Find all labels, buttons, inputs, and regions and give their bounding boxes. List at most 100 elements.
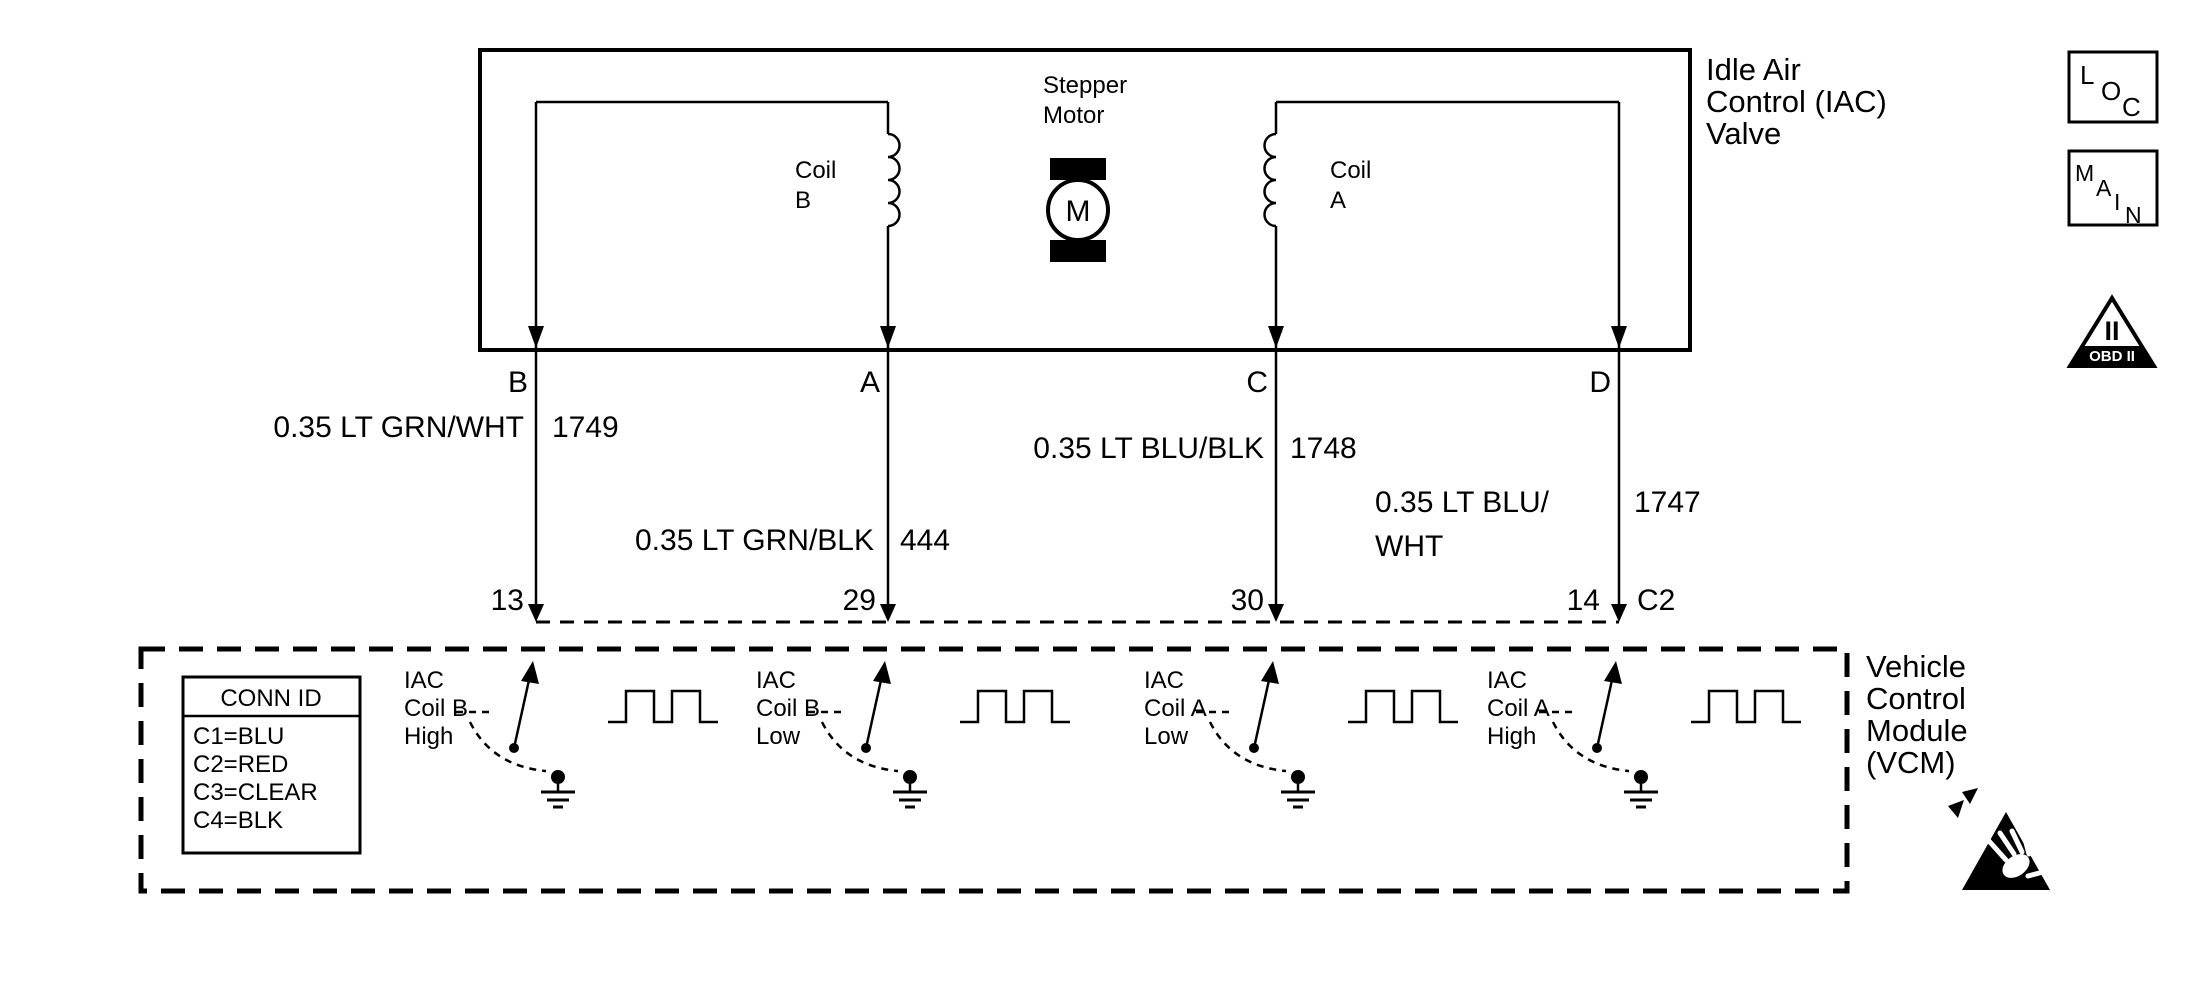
switch-pivot-dot: [1592, 743, 1602, 753]
wire-d-circuit-number: 1747: [1634, 486, 1701, 519]
driver-circuit-coil-a-low: IAC Coil A Low: [1144, 661, 1458, 809]
coil-b-label: Coil B: [795, 157, 836, 214]
harness-wires: [528, 102, 1627, 624]
driver-label-line: Low: [756, 723, 801, 750]
conn-id-table: CONN ID C1=BLU C2=RED C3=CLEAR C4=BLK: [181, 675, 362, 855]
connector-pin-numbers: 13 29 30 14 C2: [491, 584, 1676, 617]
coil-b-symbol: [887, 132, 901, 228]
motor-circle: [1046, 178, 1110, 242]
wire-labels: 0.35 LT GRN/WHT 1749 0.35 LT BLU/BLK 174…: [273, 411, 1700, 563]
coil-b-label-line: Coil: [795, 157, 836, 184]
driver-circuit-coil-a-high: IAC Coil A High: [1487, 661, 1801, 809]
terminal-arrow-d: [1611, 326, 1627, 348]
ground-dot: [1634, 770, 1648, 784]
switch-arrowhead: [1604, 661, 1622, 684]
coil-a-symbol: [1263, 132, 1277, 228]
motor-brush-top: [1050, 158, 1106, 180]
esd-hand-finger: [1997, 830, 2017, 857]
connector-arrow-29: [880, 604, 896, 622]
terminal-arrow-a: [880, 326, 896, 348]
pwm-waveform: [1348, 689, 1458, 724]
wire-b-color-label: 0.35 LT GRN/WHT: [273, 411, 524, 444]
wire-c-circuit-number: 1748: [1290, 432, 1357, 465]
pin-number: 14: [1567, 584, 1600, 617]
main-letter: M: [2075, 160, 2094, 186]
driver-label-line: IAC: [404, 667, 444, 694]
driver-label-line: High: [404, 723, 453, 750]
main-badge: M A I N: [2067, 149, 2159, 228]
main-letter: I: [2114, 189, 2120, 215]
wire-d-color-label-line: WHT: [1375, 530, 1443, 563]
stepper-motor-label-line: Stepper: [1043, 72, 1127, 99]
driver-label-line: Coil B: [404, 695, 468, 722]
iac-valve-title: Idle Air Control (IAC) Valve: [1706, 52, 1887, 151]
loc-badge: L O C: [2067, 50, 2159, 124]
loc-letter: O: [2101, 76, 2121, 106]
pin-number: 13: [491, 584, 524, 617]
vcm-title: Vehicle Control Module (VCM): [1866, 649, 1968, 780]
driver-label-line: High: [1487, 723, 1536, 750]
wire-a-color-label: 0.35 LT GRN/BLK: [635, 524, 874, 557]
terminal-letter: A: [860, 366, 880, 399]
iac-valve-title-line: Valve: [1706, 116, 1781, 151]
conn-id-title: CONN ID: [220, 685, 321, 712]
connector-arrow-30: [1268, 604, 1284, 622]
conn-id-entry: C2=RED: [193, 751, 288, 778]
wire-a-circuit-number: 444: [900, 524, 950, 557]
valve-internal-wiring: [536, 100, 1619, 228]
loc-badge-box: [2067, 50, 2159, 124]
iac-valve-title-line: Idle Air: [1706, 52, 1801, 87]
ground-symbol: [1281, 770, 1315, 809]
obd-ii-badge: II OBD II: [2066, 294, 2158, 368]
loc-letter: L: [2080, 60, 2094, 90]
motor-letter: M: [1066, 195, 1091, 228]
conn-id-box: [181, 675, 362, 855]
terminal-letter: C: [1246, 366, 1268, 399]
driver-label-line: IAC: [1487, 667, 1527, 694]
coil-a-label: Coil A: [1330, 157, 1371, 214]
conn-id-entry: C1=BLU: [193, 723, 284, 750]
ground-dot: [551, 770, 565, 784]
switch-arrowhead: [873, 661, 891, 684]
esd-hand-palm: [2002, 854, 2030, 878]
switch-arrowhead: [521, 661, 539, 684]
wire-c-color-label: 0.35 LT BLU/BLK: [1033, 432, 1264, 465]
conn-id-entry: C3=CLEAR: [193, 779, 318, 806]
obd-banner-label: OBD II: [2089, 348, 2135, 365]
driver-label-line: Low: [1144, 723, 1189, 750]
switch-arm: [1595, 679, 1614, 749]
terminal-letter: B: [508, 366, 528, 399]
driver-label-line: IAC: [756, 667, 796, 694]
main-letter: N: [2125, 202, 2142, 228]
connector-arrow-14: [1611, 604, 1627, 622]
switch-travel-arc: [820, 721, 899, 773]
vcm-title-line: Module: [1866, 713, 1968, 748]
ground-symbol: [1624, 770, 1658, 809]
coil-a-label-line: Coil: [1330, 157, 1371, 184]
pwm-waveform: [1691, 689, 1801, 724]
switch-travel-arc: [1551, 721, 1630, 773]
vcm-box: [138, 646, 1850, 894]
stepper-motor-label-line: Motor: [1043, 102, 1104, 129]
obd-banner: [2070, 346, 2154, 366]
main-letter: A: [2096, 175, 2112, 201]
conn-id-entry: C4=BLK: [193, 807, 283, 834]
esd-arrow: [1962, 788, 1978, 804]
pin-number: 30: [1231, 584, 1264, 617]
wire-d-color-label-line: 0.35 LT BLU/: [1375, 486, 1550, 519]
coil-a-label-line: A: [1330, 187, 1346, 214]
connector-id-label: C2: [1637, 584, 1675, 617]
valve-terminal-letters: B A C D: [508, 366, 1611, 399]
driver-label-line: Coil A: [1144, 695, 1207, 722]
esd-hand-thumb: [2025, 869, 2046, 879]
switch-pivot-dot: [861, 743, 871, 753]
vcm-title-line: Control: [1866, 681, 1966, 716]
switch-arm: [864, 679, 883, 749]
stepper-motor-symbol: Stepper Motor M: [1043, 72, 1127, 262]
motor-brush-bottom: [1050, 240, 1106, 262]
esd-hand-finger: [1986, 838, 2009, 863]
ground-symbol: [893, 770, 927, 809]
switch-pivot-dot: [509, 743, 519, 753]
esd-warning-icon: [1948, 788, 2050, 890]
vcm-title-line: Vehicle: [1866, 649, 1966, 684]
